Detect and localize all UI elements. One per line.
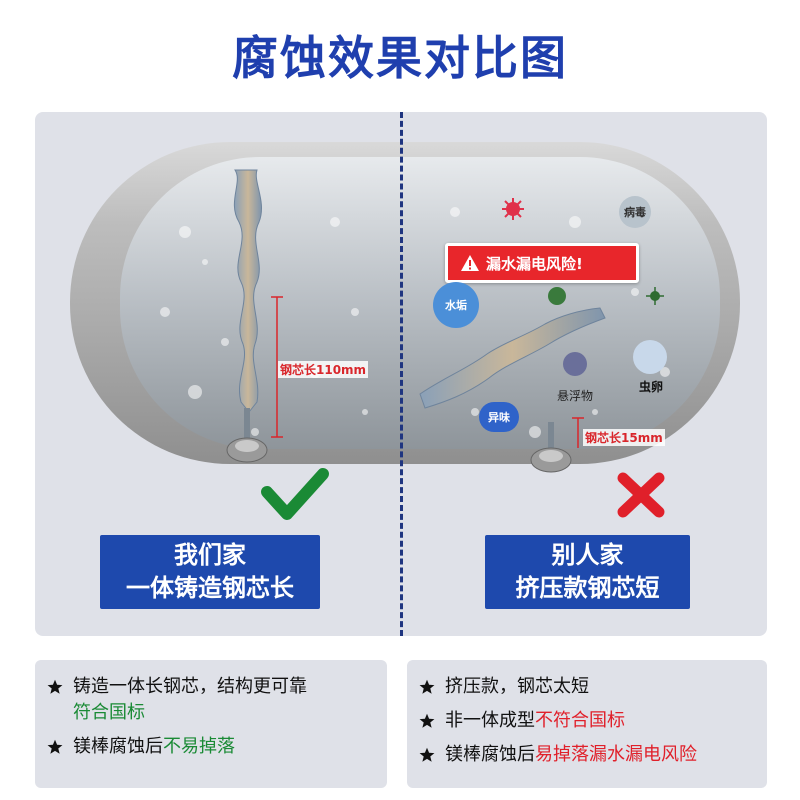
center-divider <box>400 112 403 636</box>
star-icon <box>419 679 435 694</box>
feature-row: 镁棒腐蚀后易掉落漏水漏电风险 <box>419 742 767 768</box>
floating-tag: 悬浮物 <box>557 389 594 403</box>
bacteria-icon-green <box>548 287 664 305</box>
feature-row: 非一体成型不符合国标 <box>419 708 767 734</box>
feature-row: 镁棒腐蚀后不易掉落 <box>47 734 387 760</box>
virus-icon-red <box>502 198 524 220</box>
check-icon <box>261 468 329 520</box>
water-heater-illustration <box>70 142 740 520</box>
right-core-length-label: 钢芯长15mm <box>583 429 665 446</box>
eggs-tag: 虫卵 <box>639 380 664 394</box>
tank-interior <box>120 157 720 449</box>
our-features-card: 铸造一体长钢芯，结构更可靠 符合国标 镁棒腐蚀后不易掉落 <box>35 660 387 788</box>
cross-icon <box>617 472 665 518</box>
fallen-anode-rod <box>419 307 606 409</box>
competitor-features-card: 挤压款，钢芯太短 非一体成型不符合国标 镁棒腐蚀后易掉落漏水漏电风险 <box>407 660 767 788</box>
scale-tag: 水垢 <box>433 282 479 328</box>
odor-tag: 异味 <box>479 402 519 432</box>
comparison-panel: 钢芯长110mm 钢芯长15mm 漏水漏电风险! 病毒 水垢 悬浮物 虫卵 异味… <box>35 112 767 636</box>
feature-row: 挤压款，钢芯太短 <box>419 674 767 700</box>
warning-text: 漏水漏电风险! <box>486 254 583 273</box>
star-icon <box>419 713 435 728</box>
warning-icon <box>461 255 479 271</box>
our-product-label: 我们家 一体铸造钢芯长 <box>100 535 320 609</box>
virus-tag: 病毒 <box>619 196 651 228</box>
page-title: 腐蚀效果对比图 <box>232 31 568 85</box>
star-icon <box>47 739 63 754</box>
floating-particle-icon <box>563 352 587 376</box>
leak-warning-badge: 漏水漏电风险! <box>445 243 639 283</box>
star-icon <box>419 747 435 762</box>
competitor-product-label: 别人家 挤压款钢芯短 <box>485 535 690 609</box>
eggs-icon <box>633 340 667 374</box>
star-icon <box>47 679 63 694</box>
left-core-length-label: 钢芯长110mm <box>278 361 369 378</box>
feature-row: 铸造一体长钢芯，结构更可靠 符合国标 <box>47 674 387 726</box>
